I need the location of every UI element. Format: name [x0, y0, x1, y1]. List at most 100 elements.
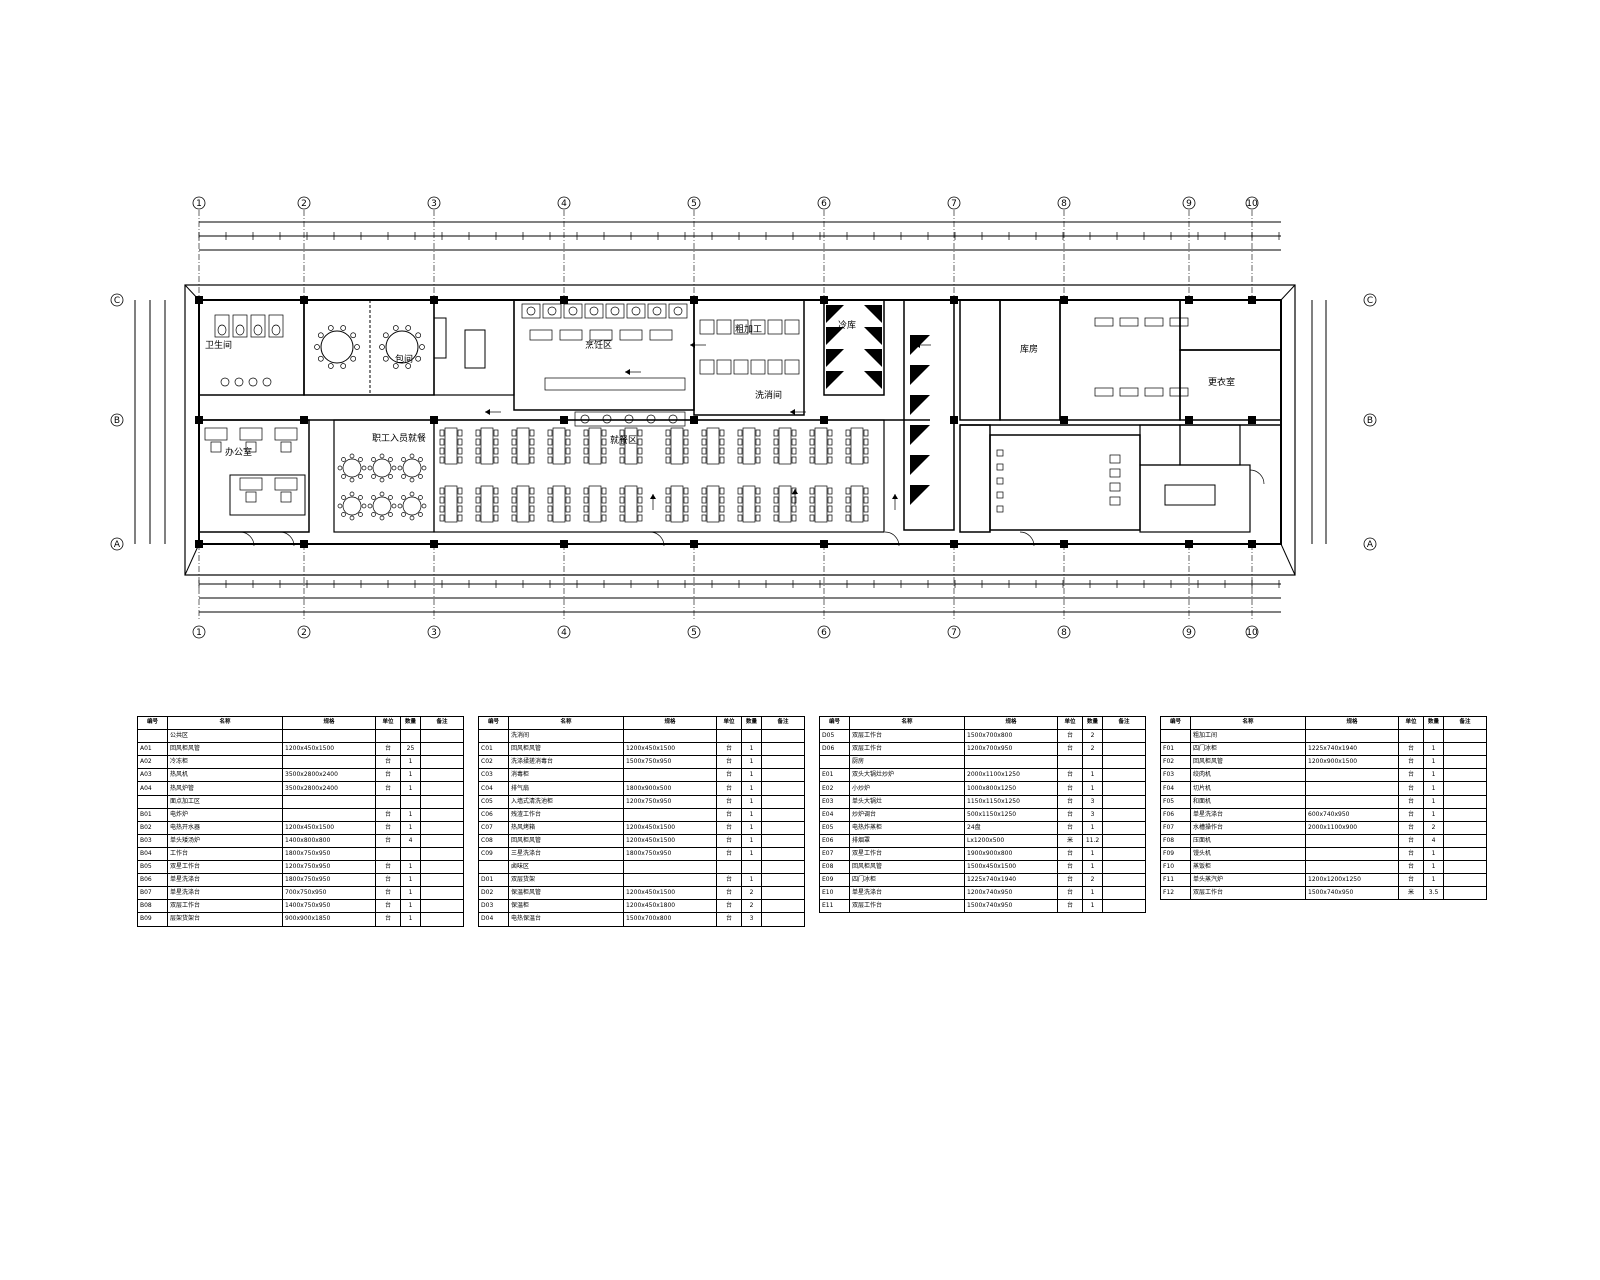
- table-cell: 1: [1423, 846, 1444, 862]
- table-cell: B09: [137, 912, 168, 927]
- table-header-cell: 规格: [1305, 715, 1399, 731]
- table-cell: 1200x900x1500: [1305, 755, 1399, 770]
- grid-label: 5: [691, 628, 697, 638]
- table-cell: C04: [478, 781, 509, 796]
- grid-label: 2: [301, 199, 307, 209]
- table-cell: 台: [1057, 781, 1083, 796]
- table-cell: [420, 833, 464, 848]
- table-row: 洗消间: [478, 729, 805, 744]
- table-cell: 回风柜风管: [508, 742, 624, 757]
- table-cell: [1305, 729, 1399, 744]
- table-cell: [1102, 886, 1146, 901]
- table-cell: 台: [1398, 873, 1424, 888]
- table-cell: C09: [478, 846, 509, 862]
- table-cell: 1: [1082, 886, 1103, 901]
- table-cell: [716, 729, 742, 744]
- table-cell: B04: [137, 846, 168, 862]
- table-cell: 热风机: [167, 768, 283, 783]
- table-cell: [420, 781, 464, 796]
- table-cell: 1400x750x950: [282, 899, 376, 914]
- table-cell: E05: [819, 820, 850, 835]
- table-cell: 四门冰柜: [849, 873, 965, 888]
- table-cell: 600x740x950: [1305, 807, 1399, 822]
- grid-bubble: [1057, 625, 1071, 639]
- grid-label: 4: [561, 199, 567, 209]
- table-cell: E07: [819, 846, 850, 862]
- table-row: 厨房: [819, 755, 1146, 770]
- table-cell: [375, 729, 401, 744]
- table-row: 面点加工区: [137, 794, 464, 809]
- table-cell: [400, 729, 421, 744]
- table-cell: 小炒炉: [849, 781, 965, 796]
- table-cell: [1102, 860, 1146, 875]
- table-cell: D01: [478, 873, 509, 888]
- table-cell: 热风烤箱: [508, 820, 624, 835]
- table-cell: [420, 820, 464, 835]
- table-cell: 单星洗涤台: [167, 873, 283, 888]
- table-header-cell: 名称: [508, 715, 624, 731]
- table-cell: 电炸炉: [167, 807, 283, 822]
- table-cell: 11.2: [1082, 833, 1103, 848]
- table-cell: 台: [1057, 729, 1083, 744]
- row-label: B: [114, 416, 120, 426]
- table-cell: 1900x900x800: [964, 846, 1058, 862]
- table-cell: B03: [137, 833, 168, 848]
- table-cell: [761, 794, 805, 809]
- table-cell: F11: [1160, 873, 1191, 888]
- table-cell: [282, 807, 376, 822]
- table-cell: [420, 886, 464, 901]
- table-cell: [282, 755, 376, 770]
- grid-label: 8: [1061, 199, 1067, 209]
- table-cell: 台: [1057, 886, 1083, 901]
- table-cell: 洗消间: [508, 729, 624, 744]
- table-cell: 1: [741, 846, 762, 862]
- table-cell: 双层工作台: [849, 729, 965, 744]
- table-row: 粗加工间: [1160, 729, 1487, 744]
- table-cell: 台: [716, 807, 742, 822]
- table-cell: 1200x450x1500: [282, 820, 376, 835]
- table-cell: 1: [741, 755, 762, 770]
- table-cell: [1102, 794, 1146, 809]
- table-cell: 台: [375, 873, 401, 888]
- table-cell: [1082, 755, 1103, 770]
- table-cell: 台: [1057, 846, 1083, 862]
- table-cell: E01: [819, 768, 850, 783]
- table-cell: 台: [716, 794, 742, 809]
- table-cell: C08: [478, 833, 509, 848]
- table-cell: F06: [1160, 807, 1191, 822]
- table-cell: 台: [716, 886, 742, 901]
- table-cell: E06: [819, 833, 850, 848]
- grid-label: 2: [301, 628, 307, 638]
- table-cell: 1: [400, 807, 421, 822]
- table-cell: 残渣工作台: [508, 807, 624, 822]
- table-cell: 双层工作台: [1190, 886, 1306, 901]
- table-cell: 900x900x1850: [282, 912, 376, 927]
- table-cell: 单头蒸汽炉: [1190, 873, 1306, 888]
- grid-label: 5: [691, 199, 697, 209]
- room-label-toilet: 卫生间: [205, 339, 232, 351]
- table-cell: D06: [819, 742, 850, 757]
- table-cell: 1: [1423, 794, 1444, 809]
- table-cell: 2: [741, 899, 762, 914]
- table-cell: [1443, 820, 1487, 835]
- table-cell: [1443, 833, 1487, 848]
- table-header-cell: 名称: [167, 715, 283, 731]
- table-cell: 3500x2800x2400: [282, 768, 376, 783]
- table-cell: 1: [400, 912, 421, 927]
- table-cell: 1200x740x950: [964, 886, 1058, 901]
- table-cell: 压面机: [1190, 833, 1306, 848]
- table-cell: [1443, 755, 1487, 770]
- table-cell: [761, 820, 805, 835]
- table-cell: 洗涤揉搓消毒台: [508, 755, 624, 770]
